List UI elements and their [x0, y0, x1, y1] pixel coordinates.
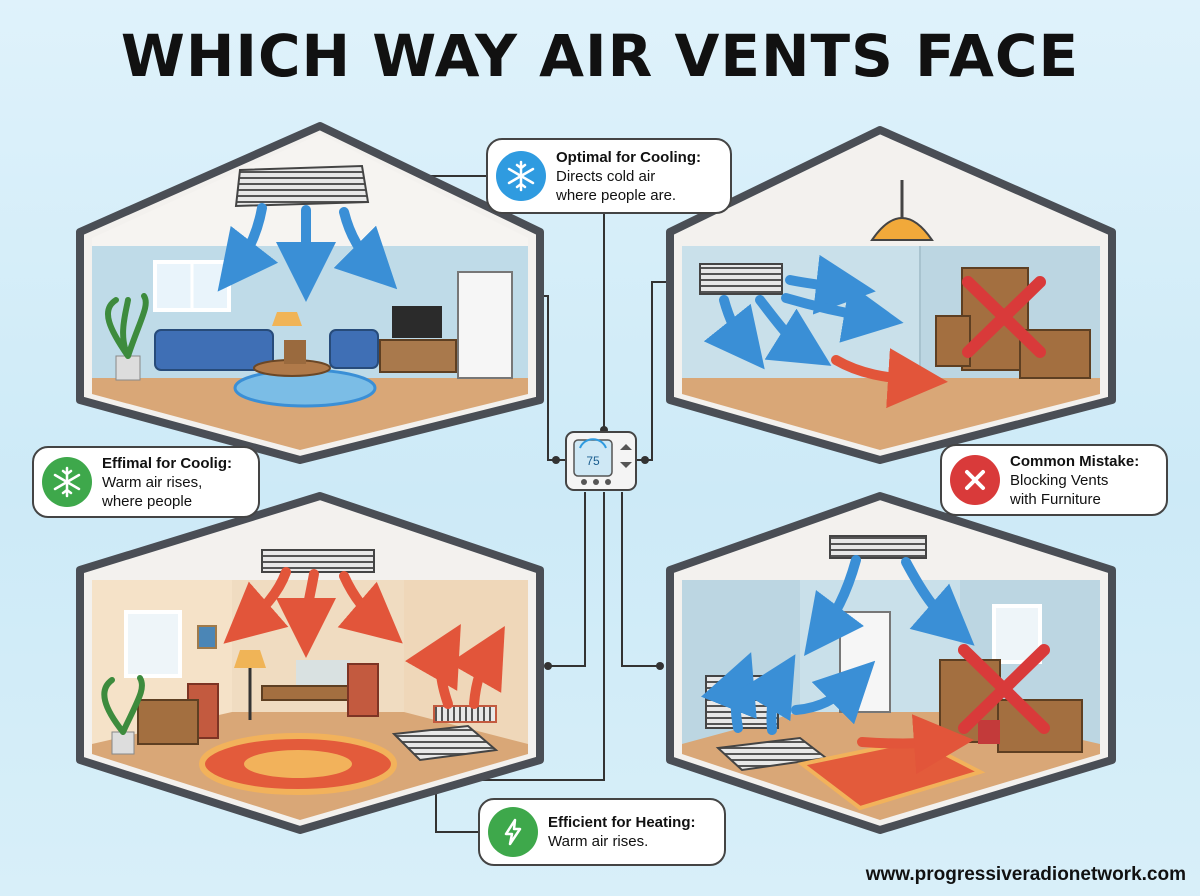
callout-line: Blocking Vents — [1010, 471, 1109, 489]
blocked-x-mark — [958, 644, 1050, 734]
thermostat-down-icon — [620, 462, 632, 468]
callout-line: where people — [102, 492, 193, 510]
lightning-bolt-icon — [488, 807, 538, 857]
sofa — [154, 329, 274, 371]
callout-efficient-heating: Efficient for Heating: Warm air rises. — [478, 798, 726, 866]
page-title: WHICH WAY AIR VENTS FACE — [120, 22, 1080, 90]
wall-vent — [699, 263, 783, 295]
window — [992, 604, 1042, 664]
callout-line: Warm air rises. — [548, 833, 649, 850]
room-mistake-wall-vent — [666, 126, 1116, 464]
callout-line: Directs cold air — [556, 167, 656, 185]
ceiling-vent — [261, 549, 375, 573]
room-heating-floor-vent — [76, 492, 544, 834]
lamp — [272, 312, 302, 326]
wall-picture — [197, 625, 217, 649]
plant-pot — [115, 355, 141, 381]
tv-stand — [379, 339, 457, 373]
room-cooling-ceiling-vent — [76, 122, 544, 464]
window — [124, 610, 182, 678]
room-mistake-blocked-floor-vent — [666, 492, 1116, 834]
plant — [105, 293, 149, 359]
callout-effimal-cooling: Effimal for Coolig:Warm air rises,where … — [32, 446, 260, 518]
snowflake-icon — [496, 151, 546, 201]
callout-heading: Common Mistake: — [1010, 452, 1140, 470]
pendant-lamp — [870, 217, 934, 241]
snowflake-icon — [42, 457, 92, 507]
floor-lamp — [234, 650, 266, 668]
callout-line: with Furniture — [1010, 490, 1101, 508]
blocked-x-mark — [962, 276, 1046, 358]
x-mark-icon — [950, 455, 1000, 505]
thermostat-up-icon — [620, 444, 632, 450]
thermostat-reading: 75 — [586, 454, 600, 468]
ceiling-vent — [234, 164, 370, 208]
dresser — [935, 315, 971, 367]
door — [457, 271, 513, 379]
callout-line: where people are. — [556, 186, 677, 204]
callout-heading: Optimal for Cooling: — [556, 148, 701, 166]
footer-url[interactable]: www.progressiveradionetwork.com — [865, 864, 1186, 885]
thermostat: 75 — [565, 431, 637, 491]
armchair — [329, 329, 379, 369]
callout-heading: Effimal for Coolig: — [102, 454, 232, 472]
door — [839, 611, 891, 713]
chair — [347, 663, 379, 717]
floor-vent — [391, 724, 499, 762]
tv — [392, 306, 442, 338]
wall-radiator-vent — [433, 705, 497, 723]
desk — [137, 699, 199, 745]
callout-line: Warm air rises, — [102, 473, 203, 491]
plant-pot — [111, 731, 135, 755]
callout-heading: Efficient for Heating: — [548, 814, 696, 831]
plant — [101, 675, 145, 735]
ceiling-vent — [829, 535, 927, 559]
